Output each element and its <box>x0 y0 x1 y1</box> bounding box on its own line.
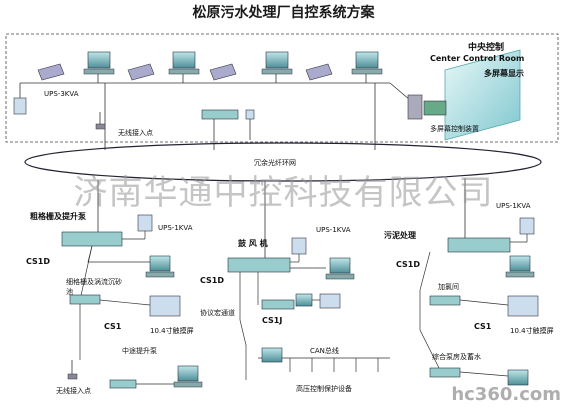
can-label: CAN总线 <box>310 347 339 355</box>
right-sub2-label: 综合泵房及蓄水 <box>432 353 481 361</box>
right-title: 污泥处理 <box>384 231 416 240</box>
controller-label: 多屏幕控制装置 <box>430 125 479 133</box>
relay-label: 高压控制保护设备 <box>296 385 352 393</box>
printer-1 <box>37 63 65 81</box>
central-plc-rack <box>201 109 239 120</box>
printer-3 <box>209 63 237 81</box>
mid-title: 鼓 风 机 <box>238 239 268 248</box>
left-title: 粗格栅及提升泵 <box>30 212 86 221</box>
ups-central-label: UPS-3KVA <box>44 90 79 98</box>
right-ups-label: UPS-1KVA <box>496 202 531 210</box>
multi-screen-display <box>444 49 521 141</box>
left-cs1d-label: CS1D <box>26 257 50 266</box>
central-label-cn: 中央控制 <box>468 43 505 53</box>
brand-watermark: hc360.com <box>451 384 561 405</box>
left-touch-label: 10.4寸触摸屏 <box>150 327 194 335</box>
left-plc-cs1 <box>69 294 101 305</box>
mid-ups <box>291 237 307 255</box>
screen-label: 多屏幕显示 <box>484 69 524 78</box>
mid-plc-cs1d <box>227 257 291 273</box>
right-sub1-label: 加氯间 <box>438 283 459 291</box>
central-workstation-4 <box>351 51 383 75</box>
right-touch-label: 10.4寸触摸屏 <box>510 327 554 335</box>
central-room-boundary <box>5 33 559 143</box>
ups-central <box>13 97 27 115</box>
central-workstation-2 <box>168 51 200 75</box>
right-cs1d-label: CS1D <box>396 260 420 269</box>
left-ups-label: UPS-1KVA <box>158 224 193 232</box>
left-cs1-label: CS1 <box>104 322 122 331</box>
left-plc-cs1d <box>61 231 123 247</box>
left-section <box>61 214 203 389</box>
right-touchscreen <box>507 295 539 317</box>
right-section <box>419 217 539 386</box>
right-plc-cs1d <box>447 237 511 253</box>
fiber-ring-network <box>24 142 542 182</box>
central-workstation-1 <box>83 51 115 75</box>
printer-2 <box>127 63 155 81</box>
wireless-central-label: 无线接入点 <box>118 129 153 137</box>
left-sub1b-label: 池 <box>66 288 73 296</box>
mid-ups-label: UPS-1KVA <box>316 226 351 234</box>
printer-4 <box>305 63 333 81</box>
central-label-en: Center Control Room <box>430 54 525 63</box>
diagram-title: 松原污水处理厂自控系统方案 <box>192 5 375 21</box>
right-cs1-label: CS1 <box>474 322 492 331</box>
mid-sub-label: 协议宏通道 <box>200 309 235 317</box>
mid-cs1d-label: CS1D <box>200 276 224 285</box>
ring-label: 冗余光纤环网 <box>254 159 296 167</box>
left-lift-label: 中途提升泵 <box>122 347 157 355</box>
left-wireless-label: 无线接入点 <box>56 387 91 395</box>
wireless-ap-central <box>95 112 106 130</box>
left-touchscreen <box>149 295 181 317</box>
watermark-text: 济南华通中控科技有限公司 <box>73 173 494 213</box>
multi-screen-controller <box>407 94 447 120</box>
left-sub1-label: 细格栅及涡流沉砂 <box>66 278 122 286</box>
left-ups <box>137 214 153 232</box>
middle-section <box>227 237 390 380</box>
right-plc-cs1 <box>429 295 461 306</box>
mid-plc-cs1j <box>261 299 295 310</box>
right-ups <box>519 217 535 235</box>
central-workstation-3 <box>261 51 293 75</box>
mid-cs1j-label: CS1J <box>262 316 283 325</box>
